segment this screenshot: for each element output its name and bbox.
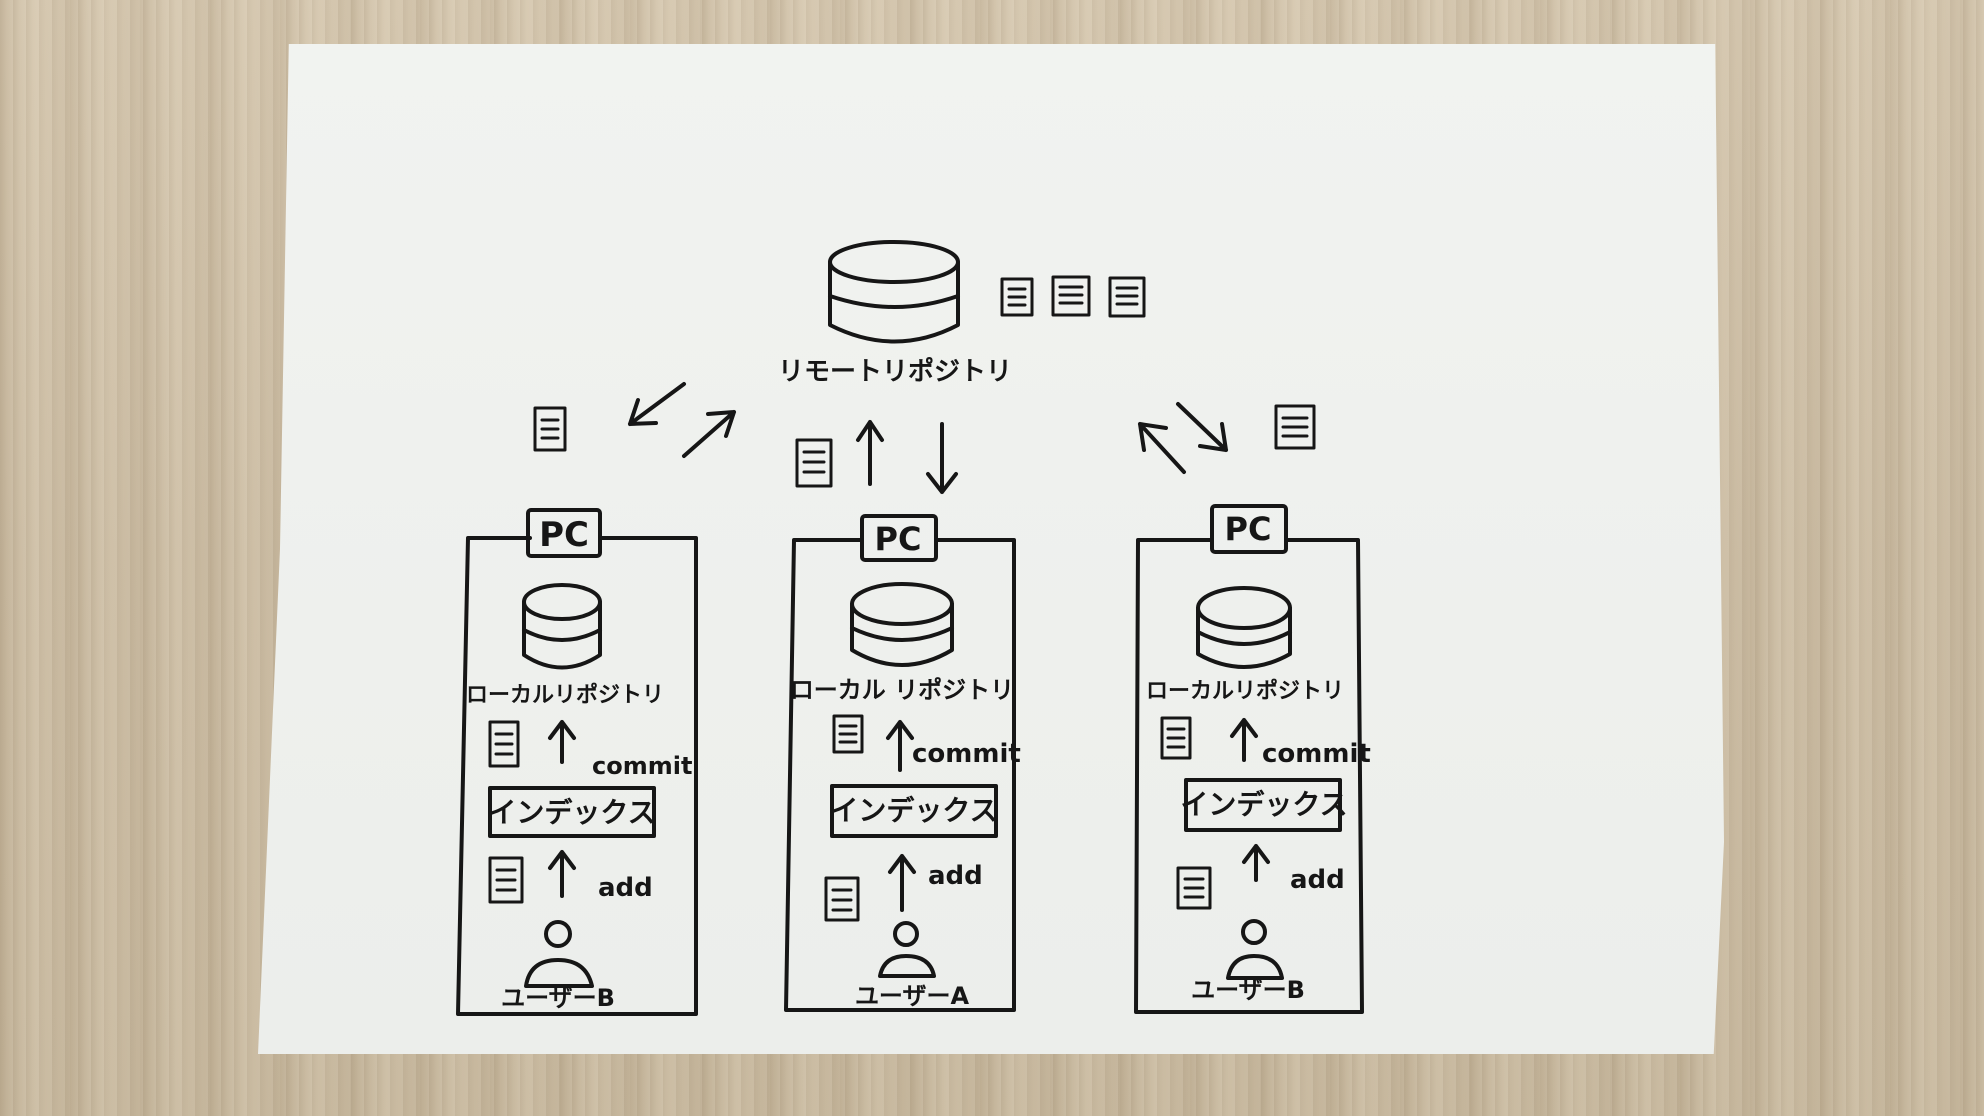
paper-sheet bbox=[258, 44, 1724, 1054]
document-icon bbox=[1160, 716, 1192, 760]
pc-label: PC bbox=[539, 515, 589, 555]
remote-database-icon bbox=[828, 240, 960, 344]
user-icon bbox=[878, 921, 936, 978]
pc-box-right: PC ローカルリポジトリ commit インデックス add ユーザーB bbox=[1134, 504, 1371, 1014]
commit-label: commit bbox=[912, 739, 1021, 769]
add-label: add bbox=[928, 861, 983, 891]
pc-label: PC bbox=[875, 520, 922, 558]
database-icon bbox=[522, 583, 602, 670]
sync-arrows-center bbox=[795, 420, 958, 494]
add-label: add bbox=[1290, 865, 1345, 895]
remote-repository-label: リモートリポジトリ bbox=[778, 356, 1012, 387]
user-label: ユーザーB bbox=[501, 984, 615, 1012]
arrow-icon bbox=[856, 420, 884, 486]
document-icon bbox=[533, 406, 567, 452]
user-label: ユーザーA bbox=[855, 982, 970, 1010]
arrow-icon bbox=[628, 382, 686, 426]
document-icon bbox=[1274, 404, 1316, 450]
arrow-icon bbox=[1230, 718, 1258, 762]
arrow-icon bbox=[548, 720, 576, 764]
local-repository-label: ローカル リポジトリ bbox=[790, 676, 1014, 704]
document-icon bbox=[795, 438, 833, 488]
index-label: インデックス bbox=[488, 796, 655, 829]
pc-box-left: PC ローカルリポジトリ commit インデックス add ユーザーB bbox=[456, 508, 698, 1016]
arrow-icon bbox=[926, 422, 958, 494]
document-icon bbox=[1108, 276, 1146, 318]
document-icon bbox=[832, 714, 864, 754]
arrow-icon bbox=[1176, 402, 1228, 452]
pc-label: PC bbox=[1225, 510, 1272, 548]
document-icon bbox=[1176, 866, 1212, 910]
local-repository-label: ローカルリポジトリ bbox=[1146, 678, 1344, 704]
remote-documents-icon bbox=[1000, 275, 1146, 318]
user-icon bbox=[524, 920, 594, 988]
arrow-icon bbox=[888, 854, 916, 912]
user-icon bbox=[1226, 919, 1284, 980]
arrow-icon bbox=[548, 850, 576, 898]
document-icon bbox=[1051, 275, 1091, 317]
add-label: add bbox=[598, 873, 653, 903]
document-icon bbox=[824, 876, 860, 922]
sync-arrows-right bbox=[1138, 402, 1316, 474]
database-icon bbox=[1196, 586, 1292, 669]
document-icon bbox=[488, 720, 520, 768]
arrow-icon bbox=[1242, 844, 1270, 882]
index-label: インデックス bbox=[1180, 788, 1347, 821]
pc-box-center: PC ローカル リポジトリ commit インデックス add ユーザーA bbox=[784, 514, 1021, 1012]
sync-arrows-left bbox=[533, 382, 736, 458]
database-icon bbox=[850, 582, 954, 667]
arrow-icon bbox=[682, 410, 736, 458]
arrow-icon bbox=[886, 720, 914, 772]
document-icon bbox=[488, 856, 524, 904]
arrow-icon bbox=[1138, 422, 1186, 474]
commit-label: commit bbox=[592, 752, 692, 780]
document-icon bbox=[1000, 277, 1034, 317]
local-repository-label: ローカルリポジトリ bbox=[466, 682, 664, 708]
user-label: ユーザーB bbox=[1191, 976, 1305, 1004]
index-label: インデックス bbox=[830, 794, 997, 827]
commit-label: commit bbox=[1262, 739, 1371, 769]
